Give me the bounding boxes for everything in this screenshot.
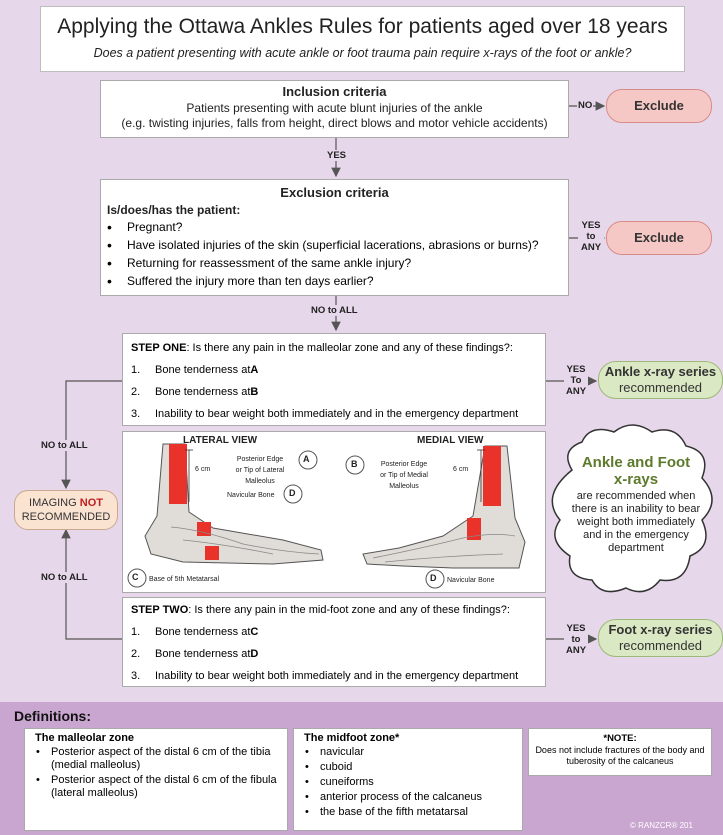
exclude-pill-1: Exclude bbox=[606, 89, 712, 123]
malleolar-zone-box: The malleolar zone Posterior aspect of t… bbox=[24, 728, 288, 831]
step-one-list: 1.Bone tenderness at A 2.Bone tenderness… bbox=[131, 364, 545, 420]
list-item: anterior process of the calcaneus bbox=[302, 791, 522, 804]
cloud-text: Ankle and Foot x-rays are recommended wh… bbox=[571, 454, 701, 554]
step-one-box: STEP ONE: Is there any pain in the malle… bbox=[122, 333, 546, 426]
step-two-lead: STEP TWO: Is there any pain in the mid-f… bbox=[131, 604, 510, 616]
step-two-list: 1.Bone tenderness at C 2.Bone tenderness… bbox=[131, 626, 545, 682]
midfoot-title: The midfoot zone* bbox=[304, 732, 400, 744]
list-item: Have isolated injuries of the skin (supe… bbox=[101, 237, 568, 253]
marker-d-lateral: D bbox=[289, 488, 296, 498]
marker-d-medial: D bbox=[430, 573, 437, 583]
inclusion-line2: (e.g. twisting injuries, falls from heig… bbox=[121, 116, 548, 130]
list-item: cuboid bbox=[302, 761, 522, 774]
navicular-lateral-label: Navicular Bone bbox=[227, 492, 275, 499]
base5-label: Base of 5th Metatarsal bbox=[149, 576, 220, 583]
inclusion-line1: Patients presenting with acute blunt inj… bbox=[186, 101, 483, 115]
exclusion-lead: Is/does/has the patient: bbox=[107, 203, 241, 217]
foot-illustration bbox=[127, 443, 526, 589]
malleolar-title: The malleolar zone bbox=[35, 732, 135, 744]
copyright: © RANZCR® 201 bbox=[630, 821, 693, 830]
lateral-foot bbox=[144, 443, 324, 565]
lateral-view-title: LATERAL VIEW bbox=[183, 435, 258, 446]
medial-view-title: MEDIAL VIEW bbox=[417, 435, 484, 446]
ankle-diagram: LATERAL VIEW MEDIAL VIEW A B C D D 6 cm … bbox=[122, 431, 546, 593]
list-item: 2.Bone tenderness at D bbox=[131, 648, 259, 660]
marker-c: C bbox=[132, 572, 139, 582]
list-item: navicular bbox=[302, 746, 522, 759]
step-two-yes-label: YES to ANY bbox=[564, 623, 588, 656]
exclusion-criteria-box: Exclusion criteria Is/does/has the patie… bbox=[100, 179, 569, 296]
exclude-pill-2: Exclude bbox=[606, 221, 712, 255]
page-subtitle: Does a patient presenting with acute ank… bbox=[93, 46, 632, 60]
step-one-lead: STEP ONE: Is there any pain in the malle… bbox=[131, 342, 513, 354]
page-title: Applying the Ottawa Ankles Rules for pat… bbox=[57, 15, 668, 38]
no-to-all-label: NO to ALL bbox=[310, 305, 359, 316]
six-cm-lateral: 6 cm bbox=[195, 466, 211, 473]
note-box: *NOTE: Does not include fractures of the… bbox=[528, 728, 712, 776]
no-to-all-lower: NO to ALL bbox=[40, 572, 89, 583]
imaging-not-recommended: IMAGING NOT RECOMMENDED bbox=[14, 490, 118, 530]
definitions-panel: Definitions: The malleolar zone Posterio… bbox=[0, 702, 723, 835]
marker-b: B bbox=[351, 459, 358, 469]
list-item: the base of the fifth metatarsal bbox=[302, 806, 522, 819]
definitions-header: Definitions: bbox=[14, 708, 91, 724]
title-box: Applying the Ottawa Ankles Rules for pat… bbox=[40, 6, 685, 72]
list-item: 3.Inability to bear weight both immediat… bbox=[131, 408, 519, 420]
no-label: NO bbox=[577, 100, 594, 111]
exclusion-list: Pregnant? Have isolated injuries of the … bbox=[101, 219, 568, 289]
inclusion-header: Inclusion criteria bbox=[282, 84, 387, 99]
six-cm-medial: 6 cm bbox=[453, 466, 469, 473]
navicular-medial-label: Navicular Bone bbox=[447, 577, 495, 584]
note-title: *NOTE: bbox=[603, 733, 637, 744]
list-item: 1.Bone tenderness at A bbox=[131, 364, 259, 376]
list-item: 2.Bone tenderness at B bbox=[131, 386, 259, 398]
midfoot-list: navicular cuboid cuneiforms anterior pro… bbox=[302, 746, 522, 819]
list-item: 3.Inability to bear weight both immediat… bbox=[131, 670, 519, 682]
yes-to-any-label: YES to ANY bbox=[578, 220, 604, 253]
exclusion-header: Exclusion criteria bbox=[280, 185, 389, 200]
inclusion-criteria-box: Inclusion criteria Patients presenting w… bbox=[100, 80, 569, 138]
yes-label: YES bbox=[326, 150, 348, 161]
marker-a: A bbox=[303, 454, 310, 464]
step-two-box: STEP TWO: Is there any pain in the mid-f… bbox=[122, 597, 546, 687]
list-item: Posterior aspect of the distal 6 cm of t… bbox=[33, 774, 287, 800]
list-item: 1.Bone tenderness at C bbox=[131, 626, 259, 638]
list-item: Pregnant? bbox=[101, 219, 568, 235]
ankle-xray-pill: Ankle x-ray series recommended bbox=[598, 361, 723, 399]
no-to-all-upper: NO to ALL bbox=[40, 440, 89, 451]
list-item: Returning for reassessment of the same a… bbox=[101, 255, 568, 271]
note-text: Does not include fractures of the body a… bbox=[535, 745, 705, 766]
list-item: cuneiforms bbox=[302, 776, 522, 789]
midfoot-zone-box: The midfoot zone* navicular cuboid cunei… bbox=[293, 728, 523, 831]
malleolar-list: Posterior aspect of the distal 6 cm of t… bbox=[33, 746, 287, 800]
list-item: Suffered the injury more than ten days e… bbox=[101, 273, 568, 289]
foot-xray-pill: Foot x-ray series recommended bbox=[598, 619, 723, 657]
step-one-yes-label: YES To ANY bbox=[564, 364, 588, 397]
list-item: Posterior aspect of the distal 6 cm of t… bbox=[33, 746, 287, 772]
